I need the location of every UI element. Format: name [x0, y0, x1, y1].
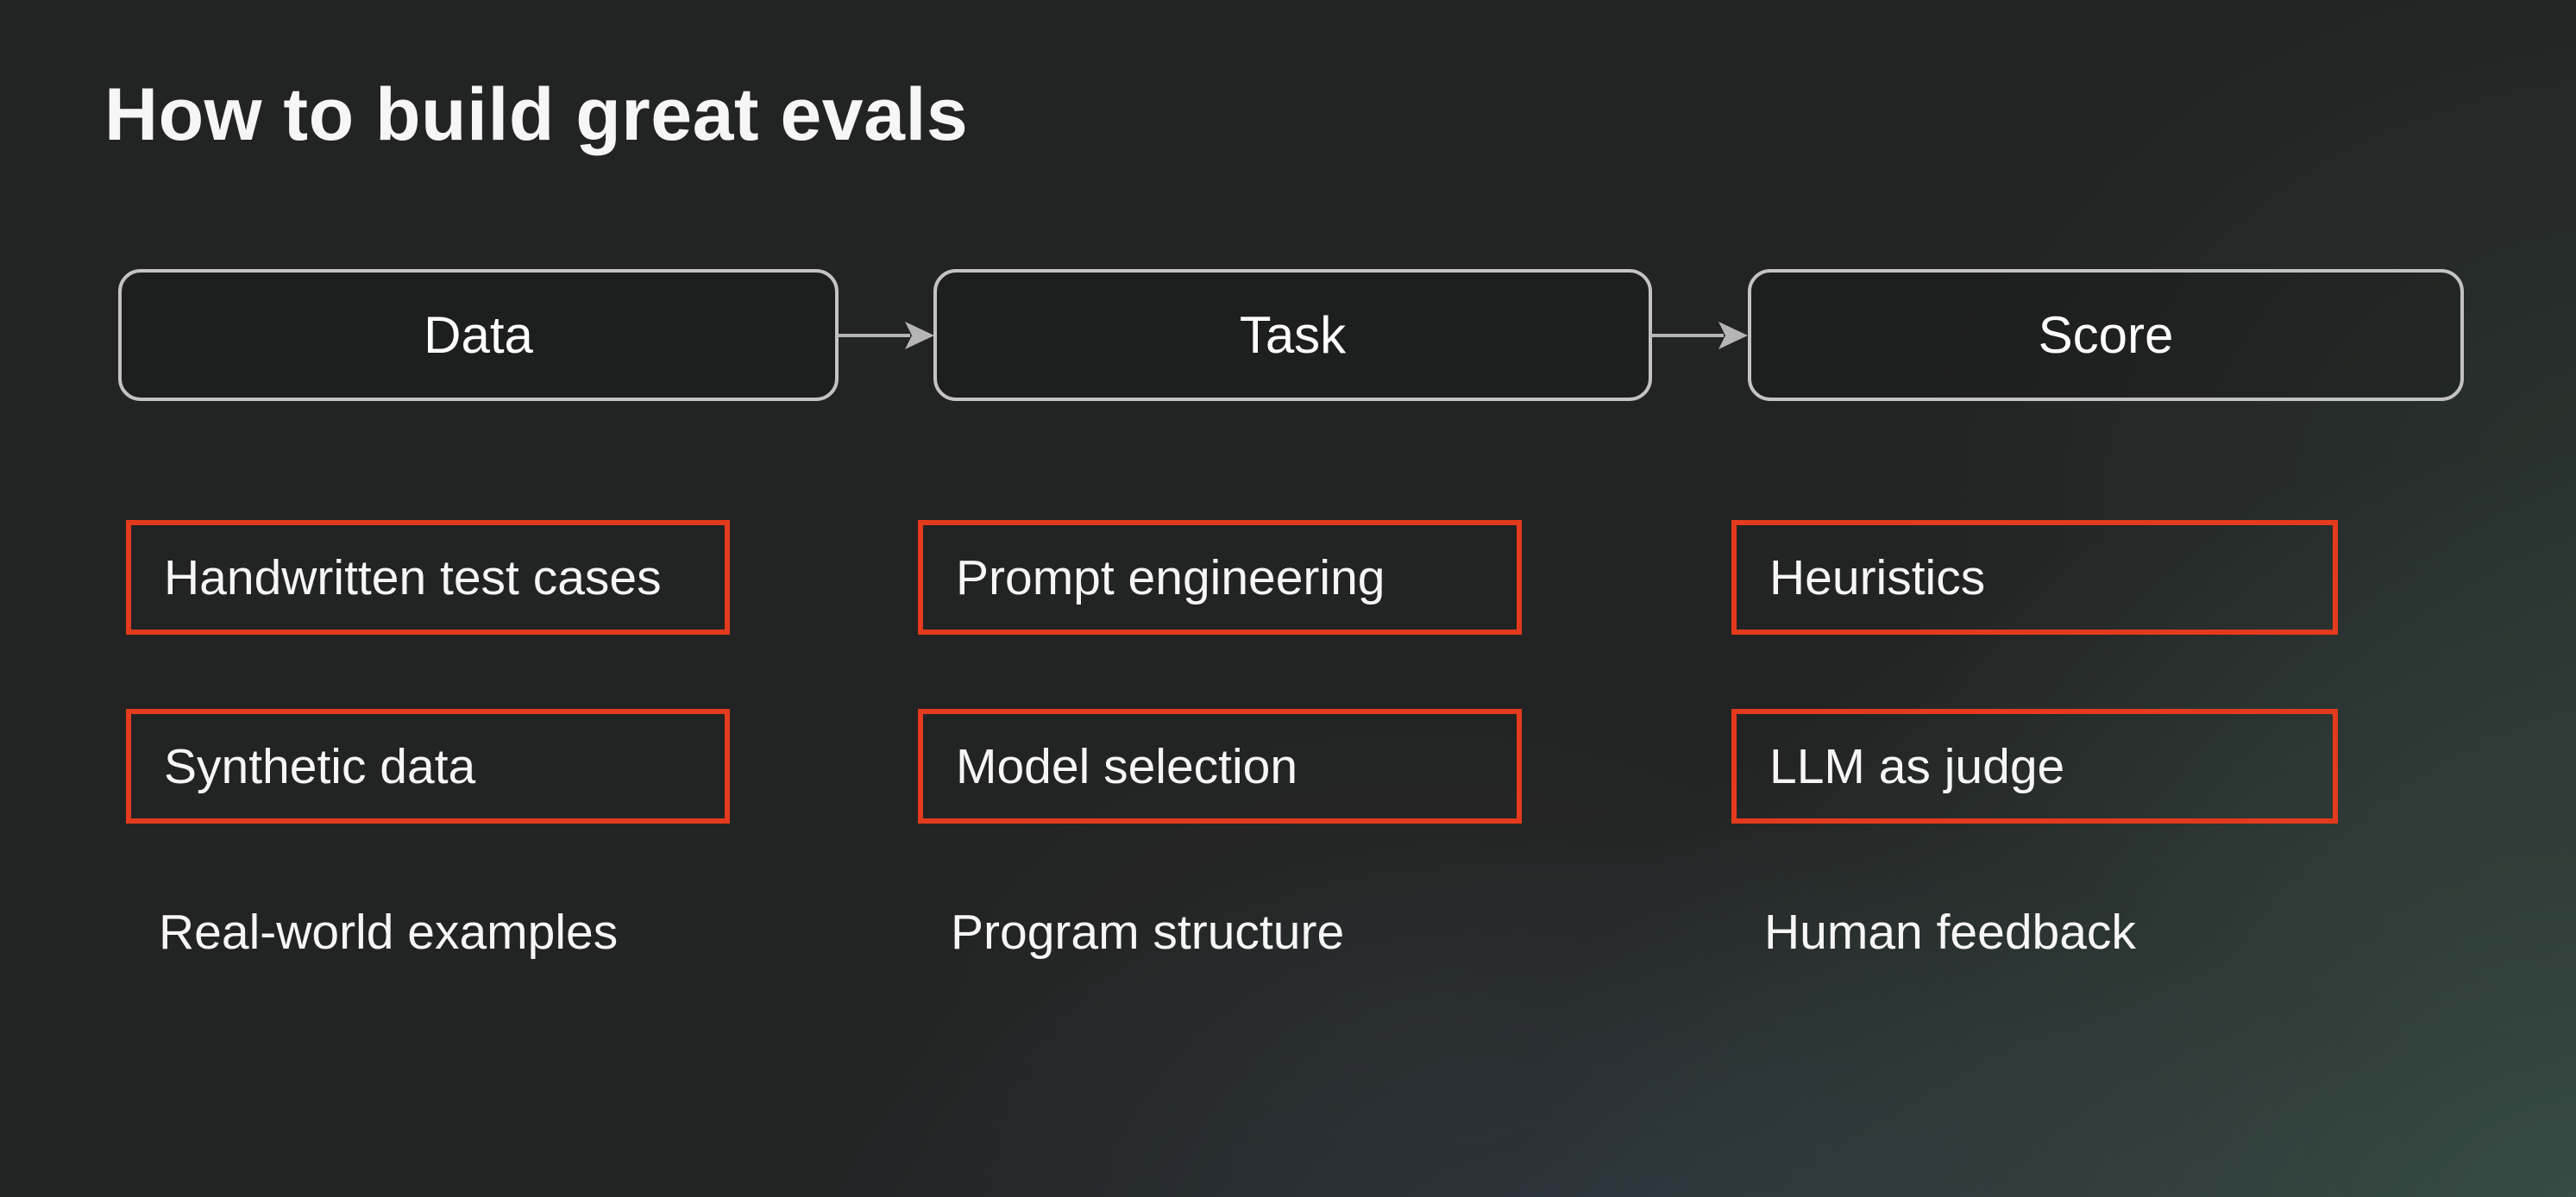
- flow-stage-data-label: Data: [424, 306, 533, 364]
- highlight-box-model-selection: Model selection: [918, 709, 1522, 824]
- arrow-right-icon: [1651, 322, 1748, 349]
- plain-item-program-structure: Program structure: [951, 905, 1345, 960]
- highlight-box-synthetic-data: Synthetic data: [126, 709, 730, 824]
- slide-title: How to build great evals: [104, 73, 969, 156]
- plain-item-real-world-examples: Real-world examples: [159, 905, 619, 960]
- highlight-box-label: Prompt engineering: [956, 549, 1385, 605]
- flow-stage-task: Task: [933, 269, 1652, 401]
- highlight-box-handwritten-test-cases: Handwritten test cases: [126, 520, 730, 635]
- plain-item-human-feedback: Human feedback: [1764, 905, 2136, 960]
- highlight-box-label: LLM as judge: [1769, 738, 2065, 794]
- highlight-box-heuristics: Heuristics: [1731, 520, 2338, 635]
- flow-stage-task-label: Task: [1239, 306, 1347, 364]
- highlight-box-prompt-engineering: Prompt engineering: [918, 520, 1522, 635]
- highlight-box-label: Synthetic data: [164, 738, 476, 794]
- flow-stage-score: Score: [1748, 269, 2464, 401]
- highlight-box-label: Model selection: [956, 738, 1298, 794]
- highlight-box-llm-as-judge: LLM as judge: [1731, 709, 2338, 824]
- highlight-box-label: Handwritten test cases: [164, 549, 662, 605]
- flow-stage-score-label: Score: [2038, 306, 2174, 364]
- flow-stage-data: Data: [118, 269, 839, 401]
- arrow-right-icon: [838, 322, 934, 349]
- highlight-box-label: Heuristics: [1769, 549, 1986, 605]
